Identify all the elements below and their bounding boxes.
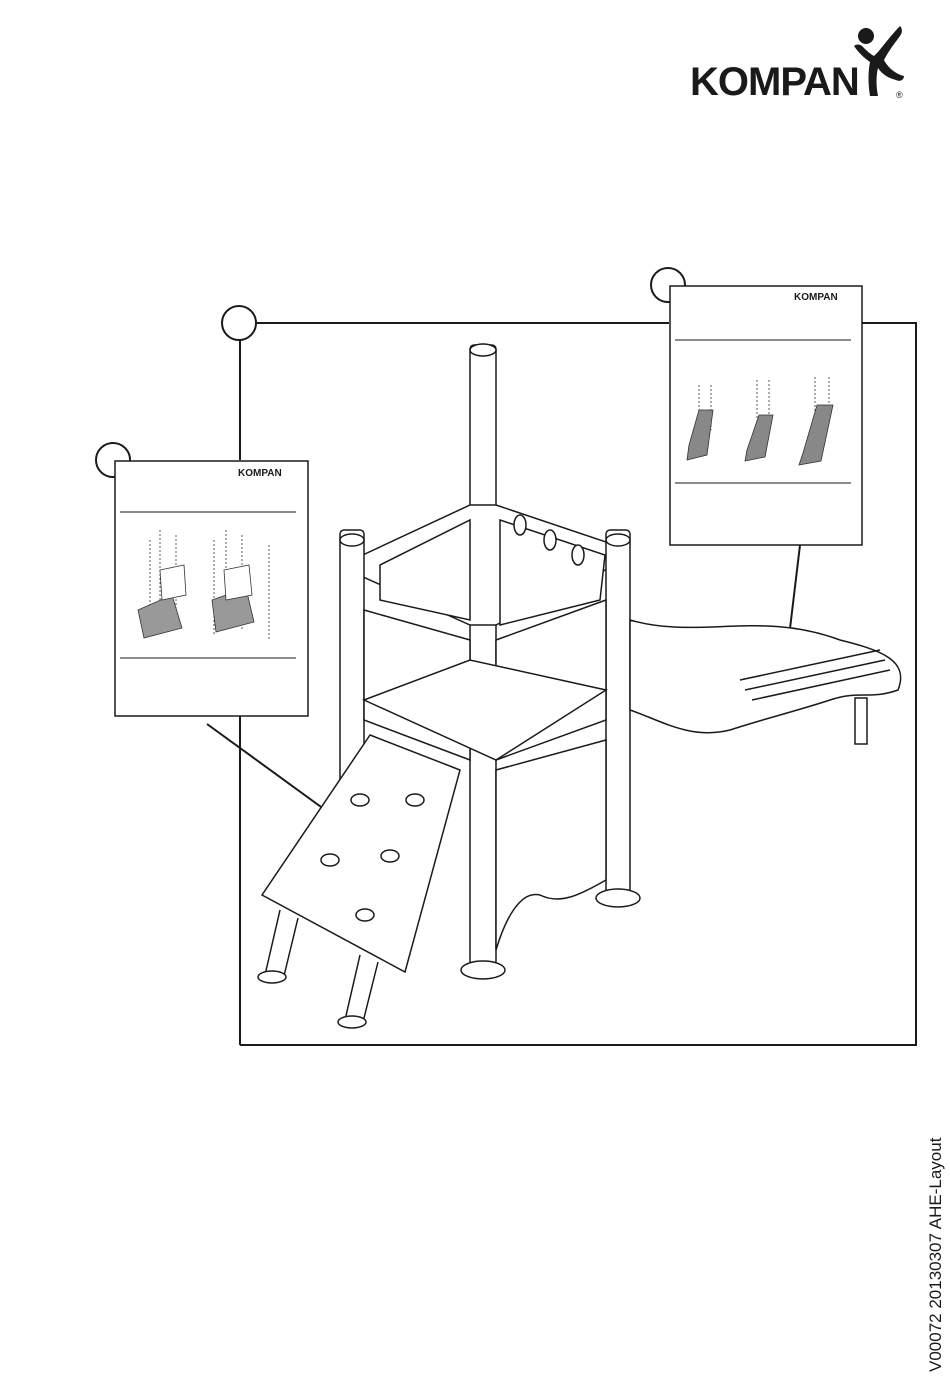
slide-thumbnail-brand: KOMPAN (794, 292, 838, 303)
registered-mark: ® (896, 90, 903, 100)
callout-circle-main (222, 306, 256, 340)
document-code: V00072 20130307 AHE-Layout (926, 1138, 946, 1372)
slide-manual-thumbnail (669, 285, 864, 547)
brand-wordmark: KOMPAN (690, 62, 859, 102)
ramp-thumbnail-brand: KOMPAN (238, 468, 282, 479)
brand-logo: KOMPAN ® (690, 22, 915, 102)
ramp-manual-thumbnail (114, 460, 310, 718)
climbing-ramp (262, 735, 460, 972)
